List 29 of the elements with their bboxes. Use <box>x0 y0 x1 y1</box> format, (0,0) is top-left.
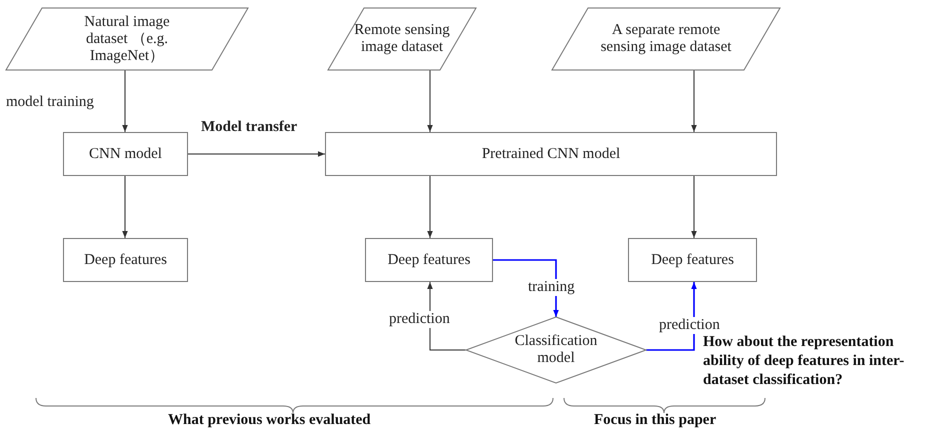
arrow <box>691 176 697 238</box>
node-text: Remote sensing image dataset <box>353 22 451 56</box>
edge-label: prediction <box>388 311 451 328</box>
arrow <box>122 176 128 238</box>
question-note: How about the representation ability of deep features in inter-dataset classification? <box>703 333 906 390</box>
edge-label: Model transfer <box>200 119 298 136</box>
arrow <box>427 70 433 132</box>
node-text: A separate remote sensing image dataset <box>600 22 732 56</box>
arrow <box>122 70 128 132</box>
arrow <box>427 176 433 238</box>
node-text: CNN model <box>88 146 163 162</box>
process-box <box>628 238 757 282</box>
node-text: Natural image dataset （e.g. ImageNet） <box>83 14 171 64</box>
node-text: Deep features <box>650 252 735 268</box>
edge-label: prediction <box>658 317 721 334</box>
brace-caption: What previous works evaluated <box>168 411 372 430</box>
arrow <box>188 151 326 157</box>
node-text: Classification model <box>514 333 598 367</box>
brace-caption: Focus in this paper <box>594 411 718 430</box>
node-text: Deep features <box>386 252 472 268</box>
node-text: Pretrained CNN model <box>480 146 622 162</box>
process-box <box>63 132 188 176</box>
process-box <box>365 238 493 282</box>
node-text: Deep features <box>83 252 168 268</box>
process-box <box>63 238 188 282</box>
edge-label: model training <box>5 94 95 111</box>
process-box <box>325 132 777 176</box>
edge-label: training <box>527 279 576 296</box>
arrow <box>691 70 697 132</box>
